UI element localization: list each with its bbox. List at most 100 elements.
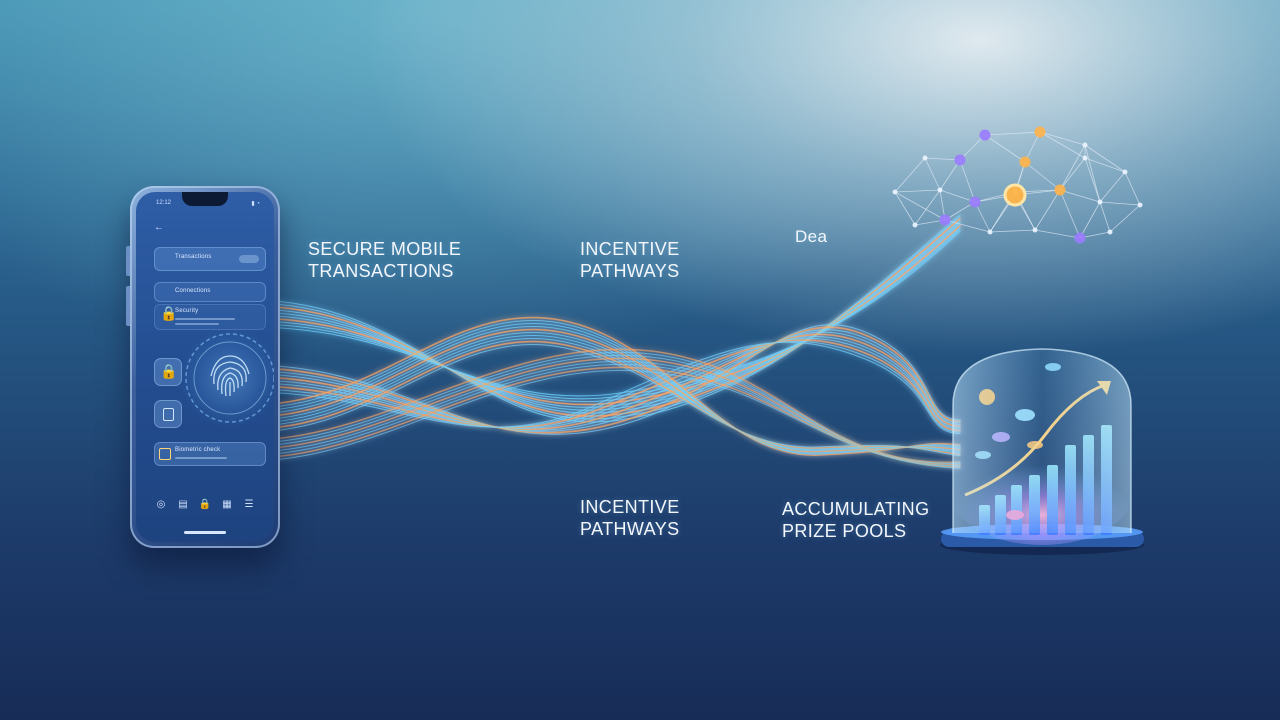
network-edge (924, 157, 941, 191)
network-edge (1039, 131, 1086, 159)
network-node (1034, 126, 1046, 138)
network-node (937, 187, 943, 193)
flow-line (249, 333, 961, 431)
network-edge (1034, 189, 1061, 231)
bottom-nav: ◎ ▤ 🔒 ▦ ☰ (150, 492, 260, 518)
network-edge (984, 134, 1026, 163)
network-node (1074, 232, 1086, 244)
fingerprint-scanner[interactable] (180, 328, 274, 428)
network-edge (894, 157, 926, 193)
list-icon[interactable]: ▤ (178, 499, 188, 510)
flow-line (249, 227, 961, 403)
network-edge (1039, 131, 1086, 146)
flow-line (249, 339, 961, 432)
label-accumulating-prize-pools: ACCUMULATING PRIZE POOLS (782, 499, 930, 541)
network-node (1097, 199, 1103, 205)
status-icons: ▮ ◔ (251, 201, 260, 207)
network-node (1122, 169, 1128, 175)
flow-line (249, 230, 961, 397)
flow-line (249, 348, 961, 464)
biometric-card[interactable]: Biometric check (154, 442, 266, 466)
network-edge (894, 191, 946, 221)
flow-line (249, 228, 961, 400)
network-edge (1099, 171, 1126, 203)
network-node (1054, 184, 1066, 196)
glass-dome (952, 348, 1132, 533)
network-edge (1059, 144, 1086, 191)
network-edge (1084, 157, 1101, 203)
phone-button (126, 246, 130, 276)
status-time: 12:12 (156, 200, 172, 206)
network-node (922, 155, 928, 161)
network-edge (959, 159, 976, 203)
network-node (1032, 227, 1038, 233)
card-pill (239, 255, 259, 263)
flow-line (249, 324, 961, 435)
card-line (175, 323, 219, 325)
label-incentive-pathways-top: INCENTIVE PATHWAYS (580, 239, 680, 281)
security-card[interactable]: Security (154, 304, 266, 330)
network-node (987, 229, 993, 235)
flow-line (249, 225, 961, 406)
card-line (175, 318, 235, 320)
flow-line (249, 369, 961, 469)
network-node (912, 222, 918, 228)
network-edge (894, 189, 941, 193)
network-edge (1099, 201, 1141, 206)
network-edge (989, 229, 1036, 233)
card-line (175, 457, 227, 459)
network-edge (1124, 171, 1141, 206)
network-node (979, 129, 991, 141)
network-edge (974, 201, 991, 233)
smartphone: 12:12 ▮ ◔ ← Transactions Connections Sec… (126, 186, 280, 548)
network-edge (959, 134, 986, 161)
network-node (969, 196, 981, 208)
lock-icon: 🔒 (160, 305, 178, 321)
network-edge (1079, 201, 1101, 239)
transactions-card[interactable]: Transactions (154, 247, 266, 271)
home-icon[interactable]: ◎ (156, 499, 166, 510)
card-tile[interactable] (154, 400, 182, 428)
calendar-icon[interactable]: ▦ (222, 499, 232, 510)
network-edge (1034, 229, 1081, 239)
network-edge (924, 157, 961, 161)
network-edge (1059, 189, 1081, 239)
label-incentive-pathways-bottom: INCENTIVE PATHWAYS (580, 497, 680, 539)
flow-line (249, 344, 961, 457)
network-edge (914, 189, 941, 226)
network-edge (1084, 144, 1101, 203)
flow-line (249, 216, 961, 420)
lock-icon[interactable]: 🔒 (198, 499, 212, 510)
document-icon (163, 408, 174, 421)
network-edge (1024, 131, 1041, 163)
card-label: Connections (175, 288, 211, 294)
home-indicator (184, 531, 226, 534)
label-dea: Dea (795, 227, 828, 246)
network-cluster (892, 126, 1143, 244)
network-node (1082, 142, 1088, 148)
network-node (1019, 156, 1031, 168)
network-node (954, 154, 966, 166)
network-edge (1059, 189, 1101, 203)
connections-card[interactable]: Connections (154, 282, 266, 302)
label-secure-mobile-transactions: SECURE MOBILE TRANSACTIONS (308, 239, 462, 281)
flow-line (249, 357, 961, 466)
flow-line (249, 337, 961, 430)
card-label: Security (175, 308, 199, 314)
menu-icon[interactable]: ☰ (244, 499, 254, 510)
fingerprint-icon (185, 333, 274, 423)
network-edge (1084, 144, 1126, 173)
network-edge (984, 131, 1041, 136)
network-edge (1024, 161, 1061, 191)
lock-tile[interactable]: 🔒 (154, 358, 182, 386)
network-hub-node (1003, 183, 1027, 207)
network-node (892, 189, 898, 195)
phone-screen: 12:12 ▮ ◔ ← Transactions Connections Sec… (136, 192, 274, 542)
back-arrow-icon[interactable]: ← (154, 222, 164, 233)
network-edge (944, 201, 976, 221)
network-edge (1084, 157, 1126, 173)
flow-line (249, 351, 961, 464)
network-edge (944, 219, 991, 233)
